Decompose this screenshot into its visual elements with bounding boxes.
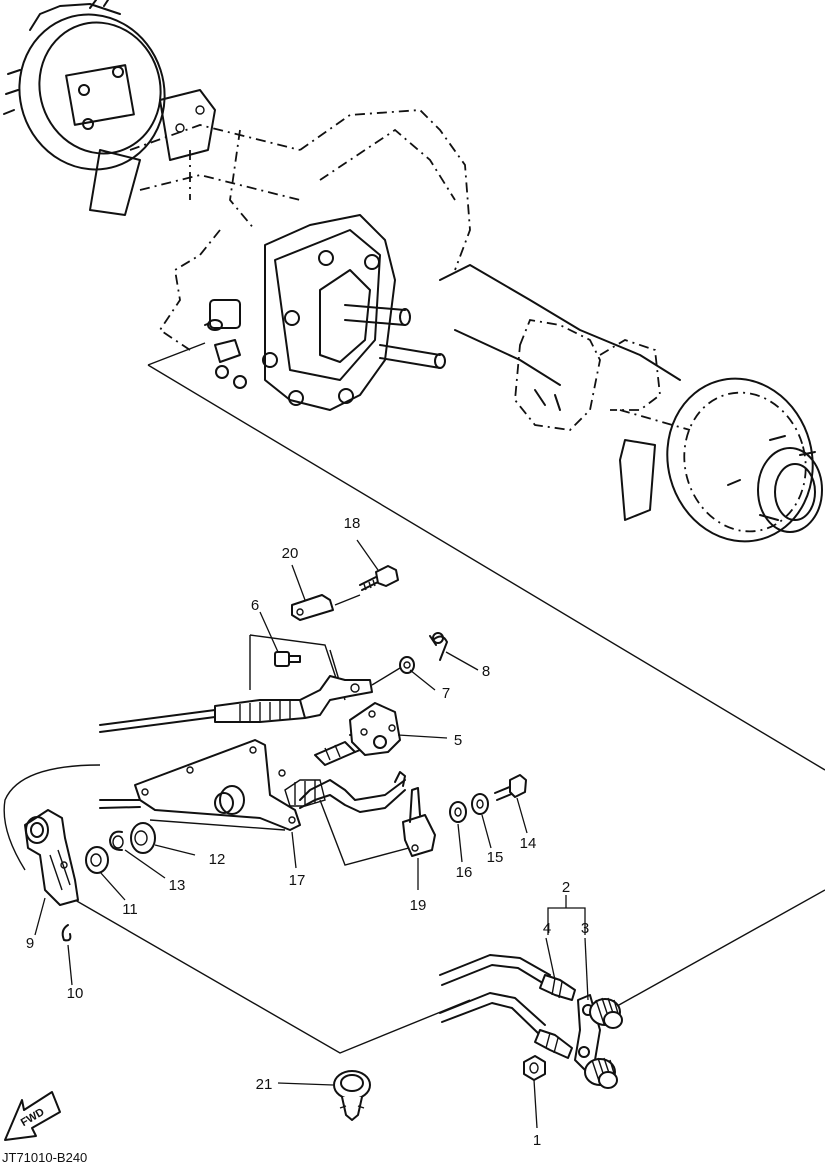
part-11-washer	[85, 846, 109, 874]
shift-cable-bracket	[99, 634, 421, 866]
callout-2: 2	[562, 879, 570, 896]
callout-11: 11	[122, 901, 138, 918]
figure-code: JT71010-B240	[2, 1150, 87, 1165]
rear-axle-assembly	[3, 0, 823, 543]
part-18-bolt	[359, 565, 399, 591]
part-15-washer	[471, 793, 489, 815]
part-13-clip	[109, 830, 124, 851]
callout-15: 15	[487, 849, 504, 866]
spring-upper	[589, 997, 623, 1029]
callout-8: 8	[482, 663, 490, 680]
shift-cable-assembly	[439, 954, 623, 1089]
leader-lines	[34, 539, 589, 1129]
callout-20: 20	[282, 545, 299, 562]
part-8-cotter-pin	[429, 632, 448, 661]
callout-10: 10	[67, 985, 84, 1002]
part-21-clip	[333, 1070, 371, 1121]
callout-6: 6	[251, 597, 259, 614]
callout-5: 5	[454, 732, 462, 749]
callout-18: 18	[344, 515, 361, 532]
part-10-clip	[61, 924, 72, 942]
left-brake-drum	[3, 0, 166, 171]
callout-1: 1	[533, 1132, 541, 1149]
callout-3: 3	[581, 920, 589, 937]
callout-17: 17	[289, 872, 306, 889]
part-6-pin	[274, 651, 301, 667]
assembly-boundary	[147, 342, 825, 771]
right-brake-drum	[619, 377, 823, 543]
callout-14: 14	[520, 835, 537, 852]
spring-lower	[584, 1057, 618, 1089]
part-1-nut	[523, 1055, 546, 1081]
callout-9: 9	[26, 935, 34, 952]
callout-13: 13	[169, 877, 186, 894]
callout-7: 7	[442, 685, 450, 702]
callout-21: 21	[256, 1076, 273, 1093]
part-7-washer	[399, 656, 415, 674]
fwd-direction-arrow: FWD	[4, 1091, 61, 1141]
part-14-screw	[494, 774, 527, 801]
part-16-washer	[449, 801, 467, 823]
part-20-rod-end	[291, 594, 361, 621]
part-12-washer	[130, 822, 156, 854]
callout-numbers: 1 2 3 4 5 6 7 8 9 10 11 12 13 14 15 16 1…	[26, 515, 589, 1149]
callout-4: 4	[543, 920, 551, 937]
part-9-lever	[24, 809, 79, 906]
part-19-clamp	[402, 787, 436, 857]
part-5-plate	[349, 702, 401, 756]
right-axle-tube	[439, 264, 691, 431]
callout-16: 16	[456, 864, 473, 881]
callout-19: 19	[410, 897, 427, 914]
callout-12: 12	[209, 851, 226, 868]
transaxle-housing	[158, 109, 471, 411]
